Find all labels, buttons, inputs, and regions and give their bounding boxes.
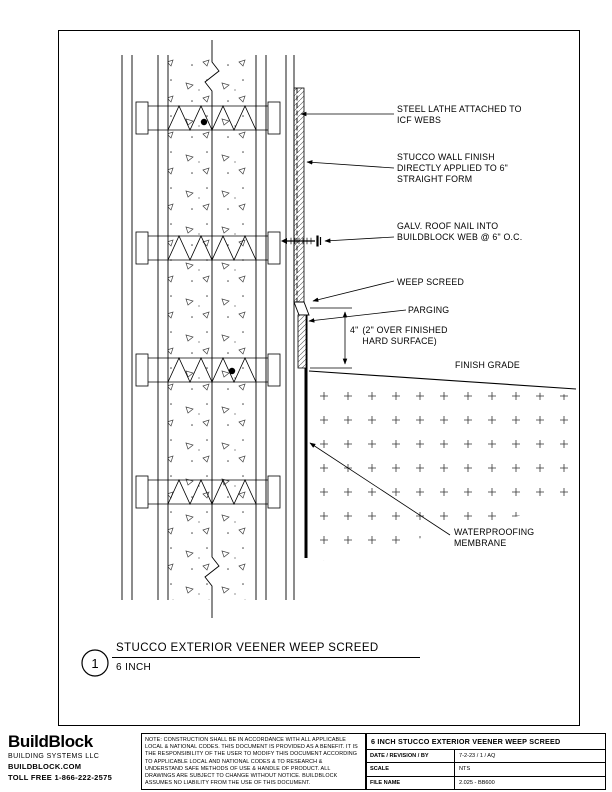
callout-galv-nail: GALV. ROOF NAIL INTO BUILDBLOCK WEB @ 6"… — [397, 221, 523, 242]
roof-nail — [281, 235, 322, 247]
rebar-dots — [200, 118, 236, 375]
sheet-title: 6 INCH STUCCO EXTERIOR VEENER WEEP SCREE… — [367, 734, 605, 750]
dimension-note: (2" OVER FINISHED HARD SURFACE) — [362, 325, 448, 346]
company-phone: TOLL FREE 1-866-222-2575 — [8, 772, 113, 782]
callout-finish-grade: FINISH GRADE — [453, 360, 522, 371]
leader-lines — [300, 111, 451, 536]
buildblock-logo: BuildBlock — [8, 732, 93, 751]
dimension-value: 4" — [350, 325, 359, 335]
field-label: DATE / REVISION / BY — [367, 750, 455, 763]
finish-grade — [308, 370, 577, 563]
break-line — [204, 40, 220, 618]
field-row-scale: SCALE NTS — [367, 763, 605, 777]
dimension-4in — [310, 307, 352, 369]
dimension-label: 4" (2" OVER FINISHED HARD SURFACE) — [350, 325, 474, 347]
stucco-layer — [293, 87, 305, 303]
callout-stucco-finish: STUCCO WALL FINISH DIRECTLY APPLIED TO 6… — [397, 152, 509, 184]
detail-number: 1 — [91, 656, 99, 671]
company-website: BUILDBLOCK.COM — [8, 761, 82, 771]
callout-steel-lathe: STEEL LATHE ATTACHED TO ICF WEBS — [397, 104, 522, 125]
callout-waterproofing: WATERPROOFING MEMBRANE — [452, 527, 564, 549]
field-label: FILE NAME — [367, 776, 455, 789]
field-row-filename: FILE NAME 2.025 - BB600 — [367, 776, 605, 789]
company-logo-block: BuildBlock BUILDING SYSTEMS LLC BUILDBLO… — [8, 733, 140, 782]
title-block-info: 6 INCH STUCCO EXTERIOR VEENER WEEP SCREE… — [366, 733, 606, 790]
field-value: NTS — [459, 766, 471, 773]
company-name: BUILDING SYSTEMS LLC — [8, 752, 100, 760]
field-value: 2.025 - BB600 — [459, 779, 495, 786]
disclaimer-note: NOTE: CONSTRUCTION SHALL BE IN ACCORDANC… — [141, 733, 366, 790]
detail-title-graphics — [81, 649, 420, 677]
field-label: SCALE — [367, 763, 455, 776]
detail-size: 6 INCH — [116, 662, 152, 673]
callout-weep-screed: WEEP SCREED — [397, 277, 465, 287]
icf-wall-lines — [121, 55, 295, 600]
parging-strip — [297, 314, 307, 369]
callout-parging: PARGING — [408, 305, 450, 315]
field-row-date: DATE / REVISION / BY 7-2-23 / 1 / AQ — [367, 750, 605, 764]
field-value: 7-2-23 / 1 / AQ — [459, 753, 496, 760]
detail-title: STUCCO EXTERIOR VEENER WEEP SCREED — [116, 642, 379, 654]
drawing-frame — [58, 30, 580, 726]
weep-screed-profile — [293, 301, 310, 316]
